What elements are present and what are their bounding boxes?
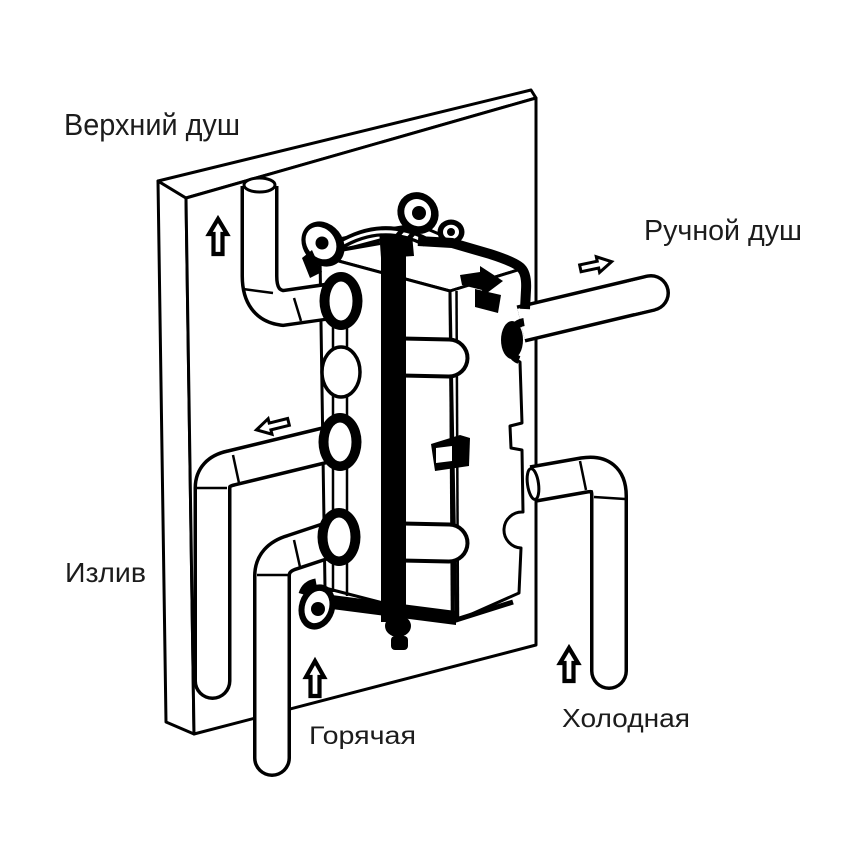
svg-text:Верхний душ: Верхний душ bbox=[64, 107, 240, 142]
svg-text:Излив: Излив bbox=[65, 557, 146, 588]
svg-text:Ручной душ: Ручной душ bbox=[644, 215, 802, 247]
svg-text:Холодная: Холодная bbox=[562, 703, 690, 733]
svg-text:Горячая: Горячая bbox=[309, 722, 416, 750]
